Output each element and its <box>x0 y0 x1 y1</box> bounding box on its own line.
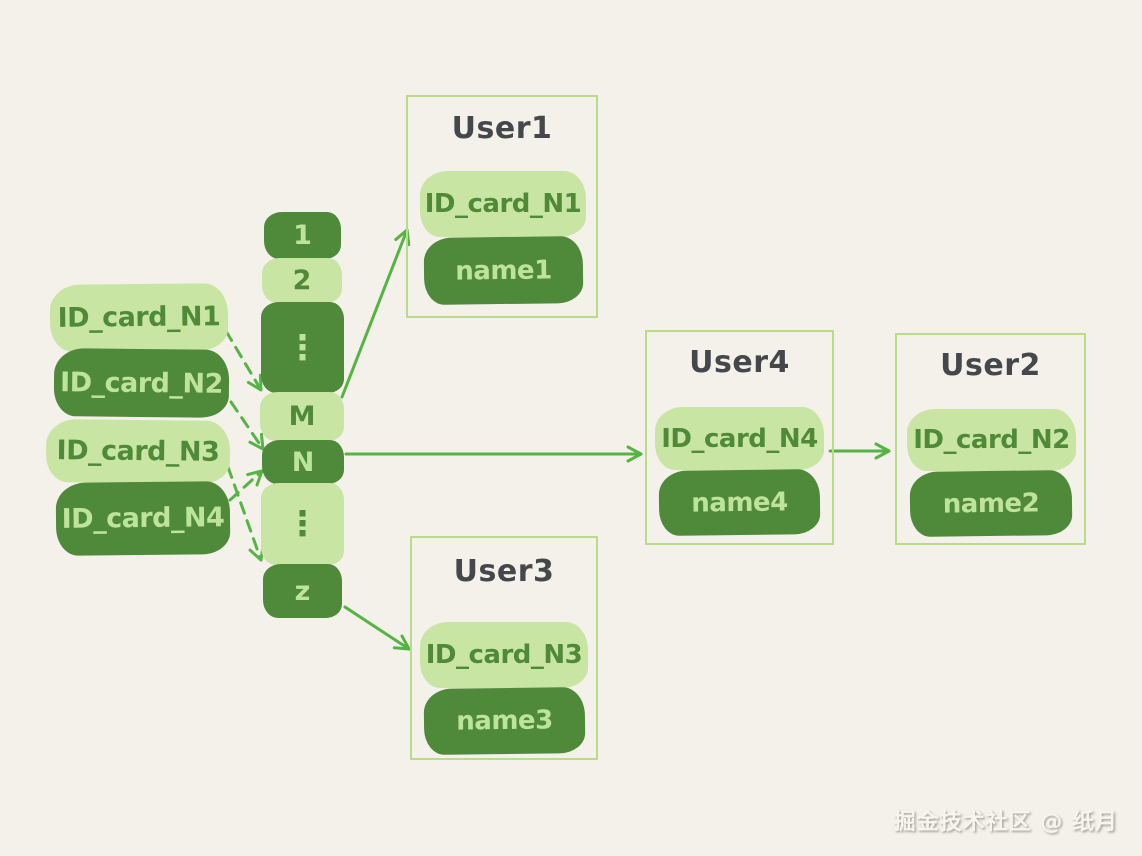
user4-name-field: name4 <box>658 469 821 536</box>
hash-arrow-key1-to-slot-m <box>224 329 263 392</box>
hash-arrow-key2-to-slot-n <box>229 400 265 451</box>
key-pill-id-card-n3: ID_card_N3 <box>45 419 231 484</box>
user4-title: User4 <box>689 345 790 380</box>
vertical-dots: ⋮ <box>285 504 320 544</box>
user2-title: User2 <box>940 348 1041 383</box>
user3-box: User3 ID_card_N3 name3 <box>410 536 598 760</box>
user1-box: User1 ID_card_N1 name1 <box>406 95 598 318</box>
user1-name-field: name1 <box>423 236 584 305</box>
hash-slot-2: 2 <box>262 258 342 303</box>
key-pill-id-card-n2: ID_card_N2 <box>53 348 230 418</box>
user3-id-field: ID_card_N3 <box>420 622 588 688</box>
user3-title: User3 <box>453 554 555 589</box>
user4-box: User4 ID_card_N4 name4 <box>645 330 834 545</box>
key-pill-id-card-n1: ID_card_N1 <box>49 283 229 352</box>
user1-title: User1 <box>451 111 553 146</box>
user2-box: User2 ID_card_N2 name2 <box>895 333 1086 545</box>
hash-slot-z: z <box>263 564 342 618</box>
hash-slot-m: M <box>260 392 344 441</box>
user4-id-field: ID_card_N4 <box>655 407 824 470</box>
hash-arrow-key4-to-slot-n <box>228 469 264 502</box>
hash-slot-ellipsis-top: ⋮ <box>261 302 344 393</box>
user2-name-field: name2 <box>909 470 1073 537</box>
user3-name-field: name3 <box>423 687 586 755</box>
user1-id-field: ID_card_N1 <box>420 171 586 237</box>
pointer-arrow-slot-m-to-user1 <box>340 228 411 399</box>
vertical-dots: ⋮ <box>285 327 320 368</box>
hash-slot-ellipsis-bottom: ⋮ <box>261 483 344 565</box>
key-pill-id-card-n4: ID_card_N4 <box>55 481 231 556</box>
hash-arrow-key3-to-slot-z <box>226 465 265 562</box>
user2-id-field: ID_card_N2 <box>907 409 1076 471</box>
hash-slot-n: N <box>262 440 344 484</box>
pointer-arrow-slot-z-to-user3 <box>343 605 411 651</box>
hash-slot-1: 1 <box>264 212 341 259</box>
watermark-text: 掘金技术社区 @ 纸月 <box>893 810 1118 835</box>
